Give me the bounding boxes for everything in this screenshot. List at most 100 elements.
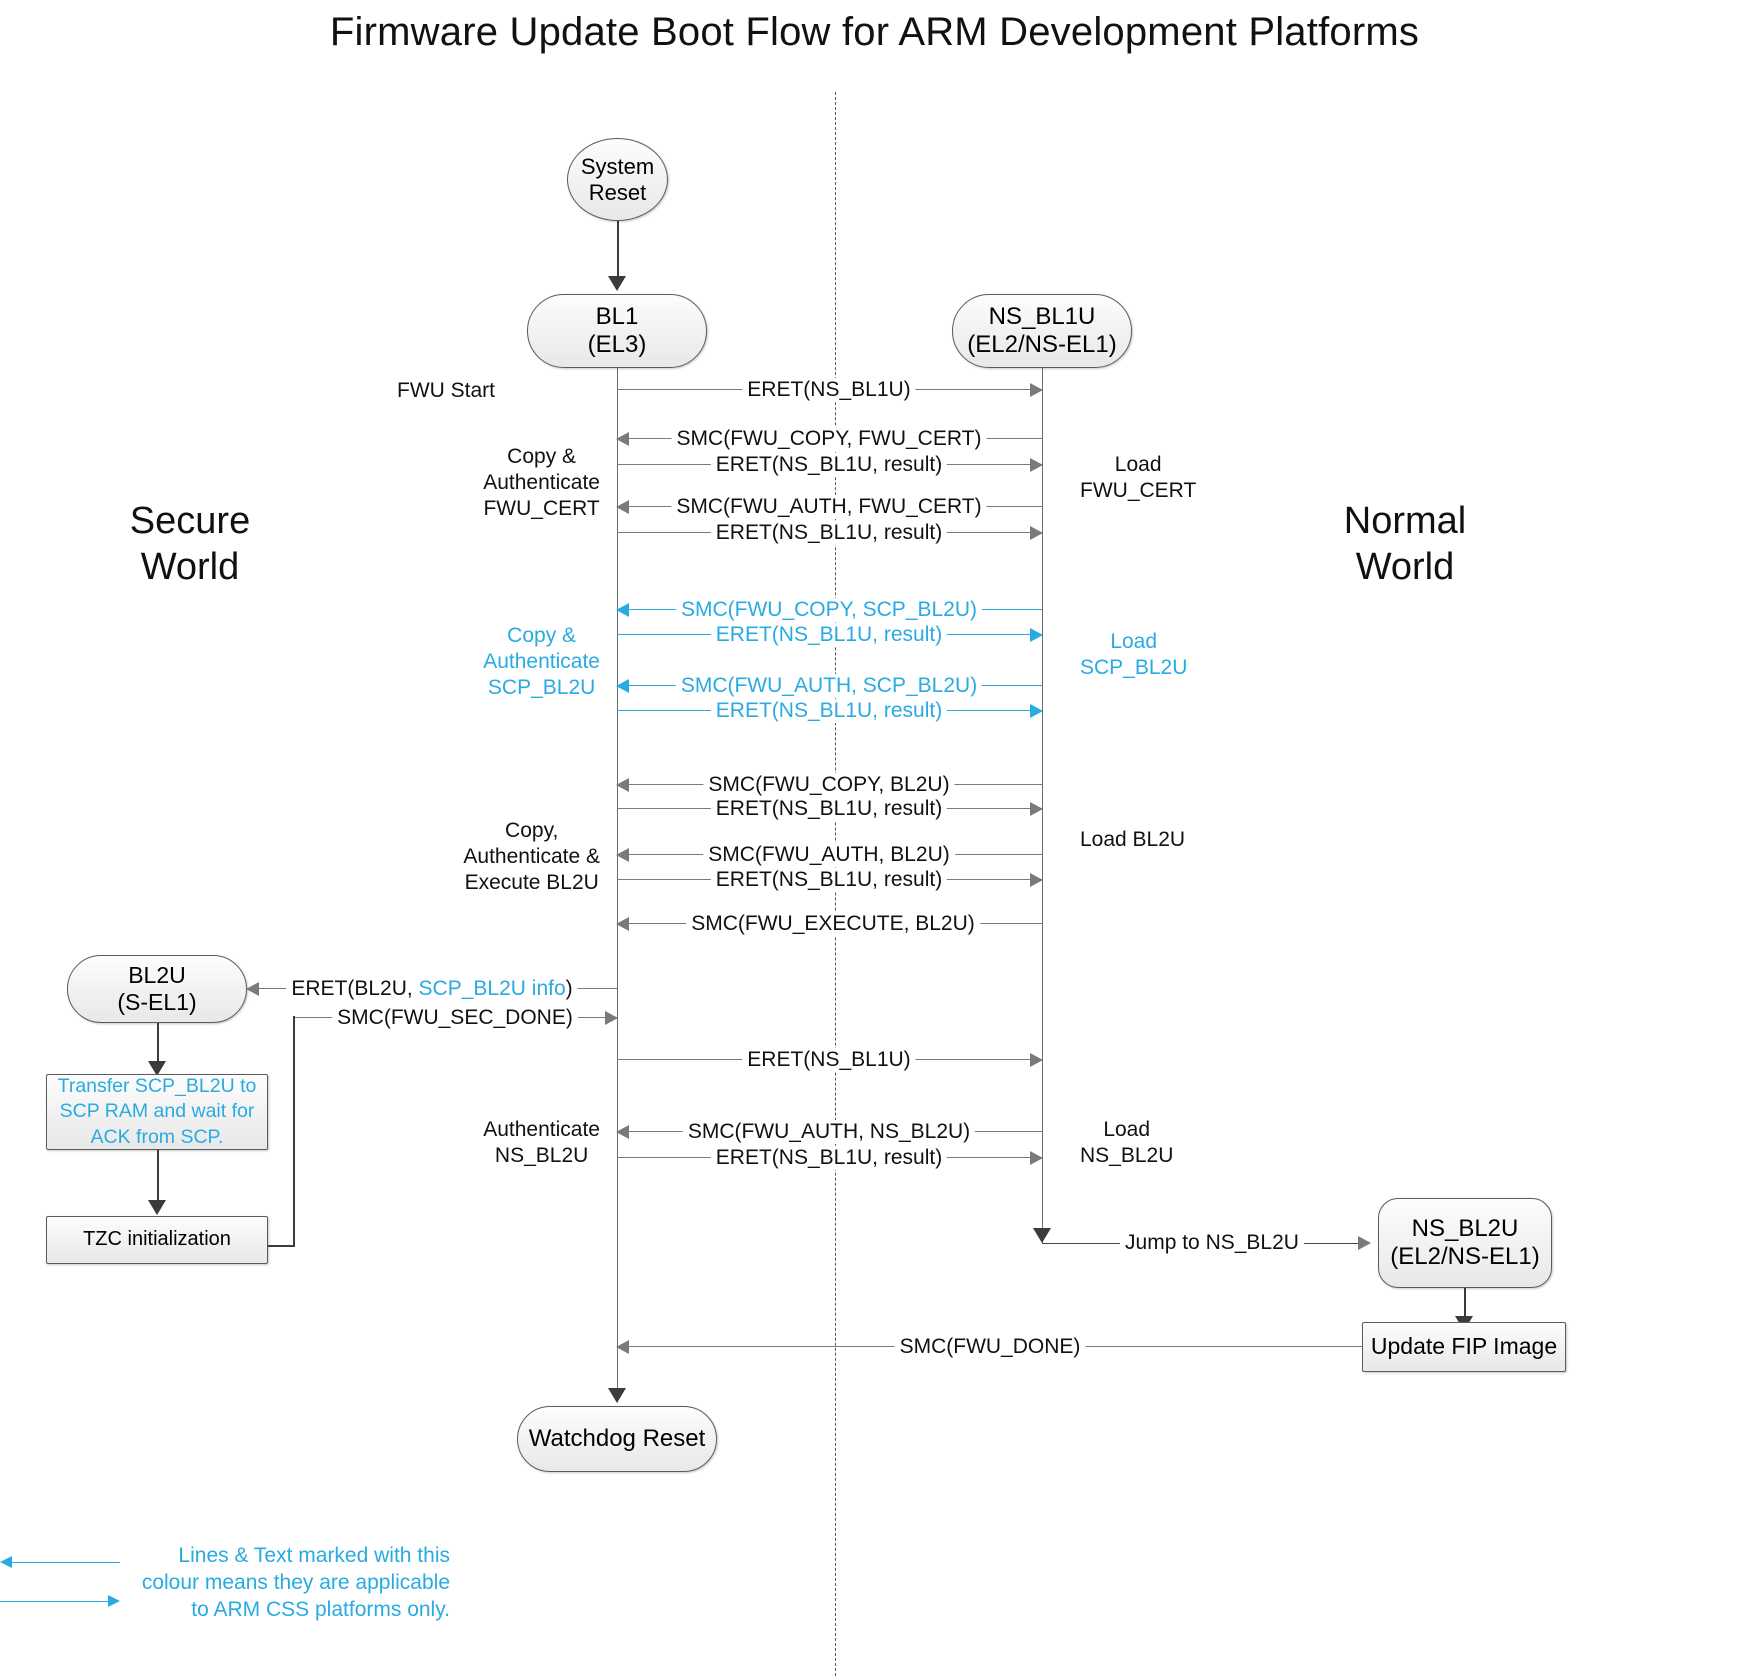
- node-bl1[interactable]: BL1 (EL3): [527, 294, 707, 368]
- arrowhead-right: [1030, 1053, 1043, 1067]
- system-reset-to-bl1-line: [617, 221, 619, 279]
- secure-world-label: Secure World: [60, 498, 320, 591]
- node-ns-bl1u[interactable]: NS_BL1U (EL2/NS-EL1): [952, 294, 1132, 368]
- message-m13-label: ERET(NS_BL1U, result): [710, 868, 948, 892]
- load-fwu-cert-line2: FWU_CERT: [1080, 479, 1197, 502]
- eret-bl2u-post: ): [565, 977, 573, 1000]
- ns-bl2u-line2: (EL2/NS-EL1): [1390, 1243, 1540, 1270]
- copy-auth-scp-line3: SCP_BL2U: [487, 676, 596, 700]
- nsbl2u-to-fip-line: [1464, 1288, 1466, 1322]
- side-label-load-scp-bl2u: Load SCP_BL2U: [1080, 629, 1187, 681]
- normal-world-line2: World: [1355, 546, 1455, 589]
- normal-world-label: Normal World: [1275, 498, 1535, 591]
- arrowhead-right: [1030, 383, 1043, 397]
- message-m18-label: SMC(FWU_DONE): [894, 1335, 1086, 1359]
- message-m14-label: SMC(FWU_EXECUTE, BL2U): [686, 912, 980, 936]
- arrowhead-left: [616, 1340, 629, 1354]
- arrowhead-right: [1030, 458, 1043, 472]
- side-label-load-fwu-cert: Load FWU_CERT: [1080, 452, 1196, 504]
- message-m8-label: SMC(FWU_AUTH, SCP_BL2U): [675, 674, 983, 698]
- side-label-copy-auth-execute-bl2u: Copy, Authenticate & Execute BL2U: [463, 818, 600, 896]
- load-fwu-cert-line1: Load: [1114, 452, 1162, 476]
- legend-arrow-right-line: [0, 1601, 110, 1602]
- arrowhead-right: [1030, 802, 1043, 816]
- bl2u-to-transfer-line: [157, 1023, 159, 1067]
- box-transfer-scp-bl2u[interactable]: Transfer SCP_BL2U to SCP RAM and wait fo…: [46, 1074, 268, 1150]
- arrowhead-left: [616, 778, 629, 792]
- normal-world-line1: Normal: [1343, 500, 1467, 542]
- lifeline-bl1: [617, 368, 618, 1402]
- tzc-elbow-horizontal: [268, 1245, 295, 1247]
- arrowhead-left: [616, 603, 629, 617]
- side-label-authenticate-ns-bl2u: Authenticate NS_BL2U: [483, 1117, 600, 1169]
- box-update-fip-image[interactable]: Update FIP Image: [1362, 1322, 1566, 1372]
- bl1-line2: (EL3): [587, 331, 647, 358]
- message-eret-bl2u-label: ERET(BL2U, SCP_BL2U info): [286, 977, 578, 1001]
- jump-to-nsbl2u-arrowhead: [1358, 1236, 1371, 1250]
- message-m17-label: ERET(NS_BL1U, result): [710, 1146, 948, 1170]
- bl1-line1: BL1: [595, 302, 639, 330]
- bl2u-line2: (S-EL1): [117, 989, 197, 1015]
- legend-arrow-right-head: [108, 1595, 120, 1607]
- message-m1-label: ERET(NS_BL1U): [742, 378, 916, 402]
- node-ns-bl2u[interactable]: NS_BL2U (EL2/NS-EL1): [1378, 1198, 1552, 1288]
- bl2u-line1: BL2U: [128, 961, 186, 988]
- transfer-box-line3: ACK from SCP.: [90, 1125, 224, 1148]
- system-reset-line2: Reset: [588, 179, 647, 205]
- legend-arrow-left-line: [10, 1562, 120, 1563]
- message-m4-label: SMC(FWU_AUTH, FWU_CERT): [671, 495, 987, 519]
- message-m5-label: ERET(NS_BL1U, result): [710, 521, 948, 545]
- copy-auth-scp-line2: Authenticate: [483, 649, 600, 673]
- arrowhead-left: [616, 848, 629, 862]
- message-m3-label: ERET(NS_BL1U, result): [710, 453, 948, 477]
- node-watchdog-reset[interactable]: Watchdog Reset: [517, 1406, 717, 1472]
- message-m15-label: ERET(NS_BL1U): [742, 1048, 916, 1072]
- side-label-copy-auth-scp-bl2u: Copy & Authenticate SCP_BL2U: [483, 623, 600, 701]
- ns-bl1u-jump-arrow: [1033, 1228, 1051, 1243]
- load-nsbl2u-line1: Load: [1103, 1117, 1151, 1141]
- arrowhead-right: [1030, 704, 1043, 718]
- box-tzc-initialization[interactable]: TZC initialization: [46, 1216, 268, 1264]
- copy-auth-scp-line1: Copy &: [507, 623, 577, 647]
- tzc-elbow-vertical: [293, 1016, 295, 1247]
- legend-line3: to ARM CSS platforms only.: [191, 1597, 450, 1621]
- side-label-load-ns-bl2u: Load NS_BL2U: [1080, 1117, 1173, 1169]
- node-bl2u[interactable]: BL2U (S-EL1): [67, 955, 247, 1023]
- secure-world-line2: World: [140, 546, 240, 589]
- copy-auth-exec-line3: Execute BL2U: [464, 871, 599, 895]
- legend-text: Lines & Text marked with this colour mea…: [140, 1543, 450, 1624]
- copy-auth-cert-line3: FWU_CERT: [483, 497, 600, 521]
- arrowhead-left: [616, 679, 629, 693]
- arrowhead-right: [1030, 526, 1043, 540]
- node-system-reset[interactable]: System Reset: [567, 138, 668, 221]
- message-m11-label: ERET(NS_BL1U, result): [710, 797, 948, 821]
- legend-line1: Lines & Text marked with this: [178, 1544, 450, 1567]
- bl2u-to-transfer-arrow: [148, 1061, 166, 1076]
- transfer-box-line2: SCP RAM and wait for: [59, 1100, 255, 1123]
- legend-line2: colour means they are applicable: [141, 1570, 450, 1594]
- message-smc-sec-done-label: SMC(FWU_SEC_DONE): [332, 1006, 578, 1030]
- ns-bl1u-line1: NS_BL1U: [988, 302, 1096, 330]
- load-scp-line2: SCP_BL2U: [1080, 656, 1188, 679]
- ns-bl1u-line2: (EL2/NS-EL1): [967, 331, 1117, 358]
- arrowhead-left: [616, 917, 629, 931]
- copy-auth-exec-line2: Authenticate &: [463, 844, 600, 868]
- arrowhead-right: [1030, 873, 1043, 887]
- message-m10-label: SMC(FWU_COPY, BL2U): [703, 773, 955, 797]
- side-label-load-bl2u: Load BL2U: [1080, 827, 1186, 851]
- update-fip-label: Update FIP Image: [1370, 1333, 1558, 1360]
- load-nsbl2u-line2: NS_BL2U: [1080, 1144, 1174, 1167]
- transfer-box-line1: Transfer SCP_BL2U to: [57, 1074, 257, 1097]
- copy-auth-cert-line1: Copy &: [507, 444, 577, 468]
- eret-bl2u-pre: ERET(BL2U,: [291, 977, 419, 1000]
- message-m12-label: SMC(FWU_AUTH, BL2U): [703, 843, 955, 867]
- transfer-to-tzc-arrow: [148, 1200, 166, 1215]
- secure-world-line1: Secure: [129, 500, 251, 542]
- arrowhead-left: [246, 982, 259, 996]
- arrowhead-right: [1030, 1151, 1043, 1165]
- jump-to-nsbl2u-label: Jump to NS_BL2U: [1120, 1231, 1304, 1255]
- auth-nsbl2u-line2: NS_BL2U: [494, 1144, 589, 1167]
- bl1-to-watchdog-arrow: [608, 1388, 626, 1403]
- legend-arrow-left-head: [0, 1556, 12, 1568]
